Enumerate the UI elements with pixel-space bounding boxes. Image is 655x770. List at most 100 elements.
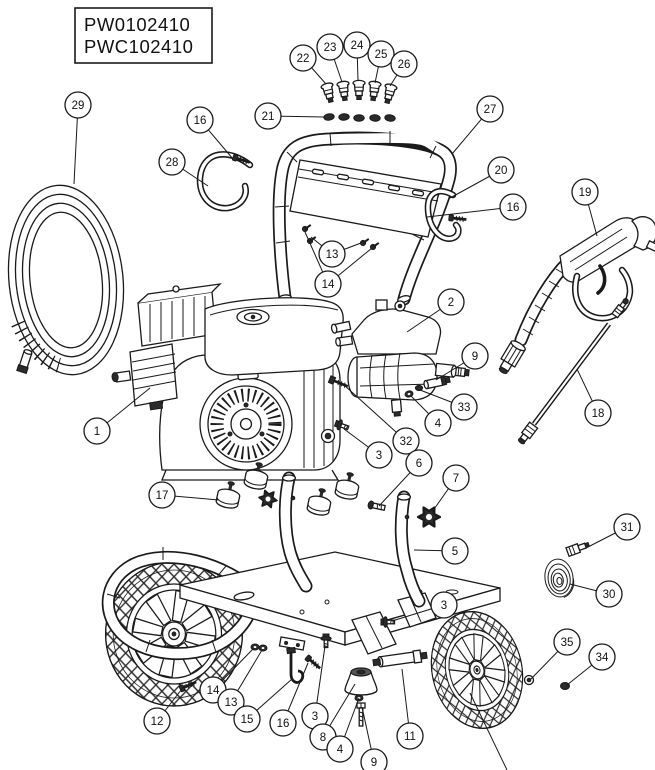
- leader-lines: [73, 44, 628, 770]
- gun-hook: [424, 188, 462, 242]
- washer: [250, 643, 260, 651]
- svg-text:9: 9: [371, 757, 377, 769]
- svg-text:29: 29: [72, 100, 85, 112]
- svg-text:24: 24: [351, 40, 364, 52]
- spray-gun: [498, 216, 655, 375]
- svg-text:22: 22: [297, 53, 310, 65]
- svg-text:14: 14: [207, 685, 220, 697]
- leader-line: [343, 384, 407, 442]
- callout-20: 20: [487, 156, 515, 184]
- callout-3: 3: [301, 702, 329, 730]
- wheel-left: [104, 561, 244, 707]
- foot-bolt: [356, 702, 366, 727]
- leader-line: [469, 692, 508, 770]
- gun-coupler: [498, 340, 526, 375]
- callout-23: 23: [316, 33, 344, 61]
- star-knob: [256, 488, 280, 510]
- pump: [330, 299, 470, 417]
- callout-24: 24: [343, 31, 371, 59]
- frame-handle: [101, 547, 265, 661]
- svg-text:5: 5: [452, 546, 458, 558]
- callout-9: 9: [360, 748, 388, 770]
- screw: [447, 213, 469, 224]
- nozzle-panel: [289, 159, 442, 238]
- callout-22: 22: [289, 44, 317, 72]
- star-knob: [416, 506, 442, 528]
- svg-text:17: 17: [156, 490, 169, 502]
- svg-text:35: 35: [561, 637, 574, 649]
- spark-plug: [111, 370, 132, 383]
- callout-4: 4: [326, 735, 354, 763]
- svg-text:33: 33: [458, 402, 471, 414]
- callout-11: 11: [396, 722, 424, 750]
- callout-35: 35: [553, 628, 581, 656]
- callout-17: 17: [148, 481, 176, 509]
- callout-18: 18: [584, 399, 612, 427]
- cylinder-head: [111, 343, 178, 411]
- svg-text:3: 3: [376, 450, 382, 462]
- callout-34: 34: [588, 643, 616, 671]
- svg-text:15: 15: [241, 714, 254, 726]
- callout-28: 28: [158, 148, 186, 176]
- hose-end-fitting: [16, 349, 33, 375]
- model-number-line1: PW0102410: [84, 14, 190, 35]
- wheel-right: [430, 610, 524, 730]
- callout-29: 29: [64, 91, 92, 119]
- spiral-retainer: [544, 558, 575, 598]
- callout-15: 15: [233, 705, 261, 733]
- svg-text:13: 13: [225, 697, 238, 709]
- svg-text:21: 21: [262, 111, 275, 123]
- callout-25: 25: [367, 40, 395, 68]
- callout-12: 12: [143, 707, 171, 735]
- svg-text:2: 2: [448, 297, 454, 309]
- locking-pin: [367, 500, 386, 512]
- callout-16: 16: [186, 106, 214, 134]
- svg-text:14: 14: [322, 279, 335, 291]
- callout-9: 9: [461, 342, 489, 370]
- callout-3: 3: [430, 591, 458, 619]
- svg-text:12: 12: [151, 716, 164, 728]
- svg-text:4: 4: [337, 744, 344, 756]
- nut: [258, 644, 268, 652]
- svg-text:19: 19: [579, 187, 592, 199]
- callout-30: 30: [595, 580, 623, 608]
- callout-4: 4: [424, 409, 452, 437]
- svg-text:1: 1: [94, 426, 100, 438]
- trigger: [596, 264, 607, 295]
- spray-wand: [518, 298, 629, 445]
- nozzle: [336, 80, 352, 102]
- frame-legs: [351, 592, 437, 655]
- svg-text:28: 28: [166, 157, 179, 169]
- svg-text:6: 6: [416, 458, 422, 470]
- frame-upright-left: [278, 471, 313, 593]
- svg-text:4: 4: [435, 418, 442, 430]
- svg-text:7: 7: [453, 473, 459, 485]
- callout-1: 1: [83, 417, 111, 445]
- nozzle: [319, 81, 338, 105]
- svg-text:3: 3: [441, 600, 447, 612]
- callout-2: 2: [437, 288, 465, 316]
- o-ring: [414, 384, 424, 392]
- handle-bar: [272, 131, 457, 306]
- nozzle: [366, 80, 382, 102]
- callout-3: 3: [365, 441, 393, 469]
- svg-text:16: 16: [507, 202, 520, 214]
- callout-27: 27: [476, 95, 504, 123]
- air-cleaner: [137, 283, 222, 347]
- hose-hook: [196, 151, 254, 212]
- callout-14: 14: [314, 270, 342, 298]
- axle-bolt: [372, 649, 428, 668]
- callout-21: 21: [254, 102, 282, 130]
- callout-7: 7: [442, 464, 470, 492]
- callout-13: 13: [318, 240, 346, 268]
- callout-6: 6: [405, 449, 433, 477]
- svg-text:3: 3: [312, 711, 318, 723]
- svg-text:18: 18: [592, 408, 605, 420]
- j-pin: [286, 646, 305, 684]
- svg-text:16: 16: [194, 115, 207, 127]
- hose-fitting: [423, 375, 451, 390]
- model-number-box: PW0102410 PWC102410: [74, 7, 213, 64]
- callout-16: 16: [499, 193, 527, 221]
